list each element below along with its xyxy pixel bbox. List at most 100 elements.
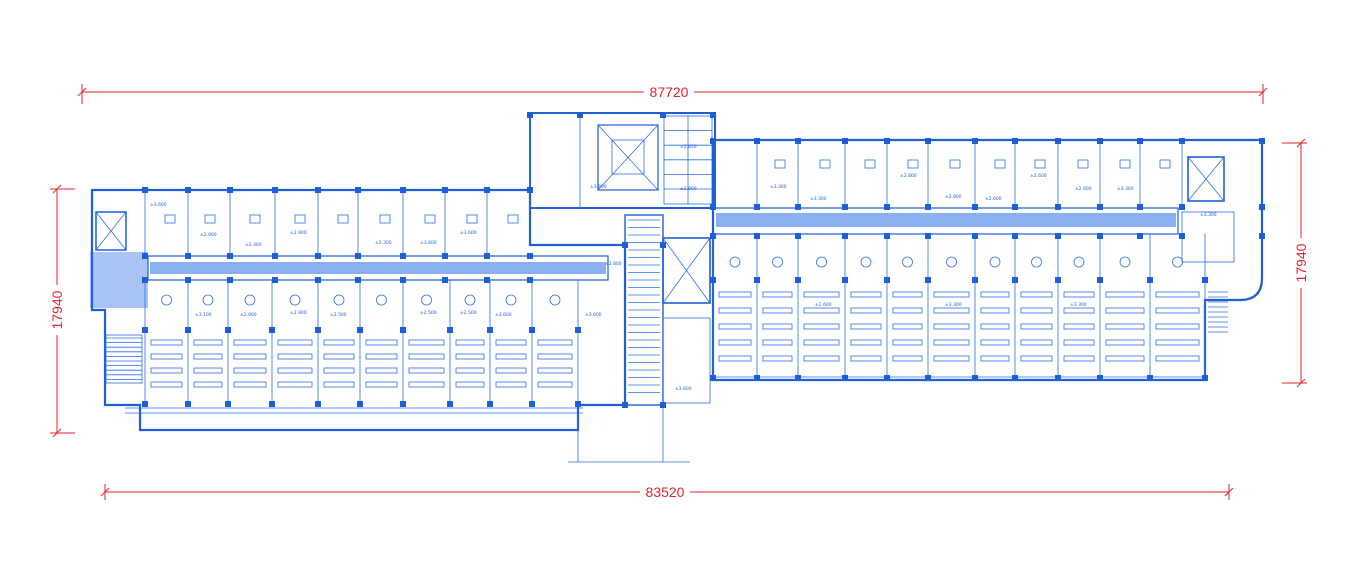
left-wing — [90, 188, 627, 432]
bed-fixture — [277, 381, 313, 388]
column — [442, 253, 448, 259]
dimension-right-label: 17940 — [1293, 243, 1309, 282]
equipment-fixture — [1119, 159, 1131, 169]
column — [925, 138, 931, 144]
equipment-fixture — [1077, 159, 1089, 169]
elevation-label: ±2.900 — [680, 186, 697, 192]
bed-fixture — [455, 381, 485, 388]
bed-fixture — [1105, 339, 1145, 346]
sink-fixture — [202, 294, 214, 306]
sink-fixture — [376, 294, 387, 306]
column — [884, 233, 890, 239]
column — [1055, 204, 1061, 210]
elevation-label: ±2.600 — [1030, 173, 1047, 179]
sink-fixture — [161, 294, 172, 306]
column — [710, 112, 716, 118]
column — [754, 138, 760, 144]
column — [487, 401, 493, 407]
equipment-fixture — [774, 159, 786, 169]
column — [529, 401, 535, 407]
bed-fixture — [365, 353, 398, 360]
bed-fixture — [850, 307, 882, 314]
bed-fixture — [408, 339, 445, 346]
bed-fixture — [193, 381, 223, 388]
column — [400, 187, 406, 193]
equipment-fixture — [424, 214, 436, 224]
elevation-label: ±3.600 — [675, 386, 692, 392]
elevation-label: ±3.100 — [195, 312, 212, 318]
column — [754, 375, 760, 381]
bed-fixture — [1020, 339, 1053, 346]
bed-fixture — [233, 353, 267, 360]
column — [710, 375, 716, 381]
elevation-label: ±3.600 — [420, 240, 437, 246]
sink-fixture — [1119, 256, 1131, 268]
bed-fixture — [892, 339, 923, 346]
sink-fixture — [289, 294, 301, 306]
column — [842, 204, 848, 210]
bed-fixture — [1105, 323, 1145, 330]
bed-fixture — [365, 339, 398, 346]
elevation-label: ±2.800 — [605, 261, 622, 267]
bed-fixture — [933, 291, 970, 298]
column — [660, 242, 666, 248]
bed-fixture — [150, 339, 183, 346]
column — [1097, 204, 1103, 210]
bed-fixture — [1105, 307, 1145, 314]
bed-fixture — [803, 339, 840, 346]
bed-fixture — [1063, 355, 1095, 362]
column — [1179, 204, 1185, 210]
column — [754, 233, 760, 239]
column — [142, 253, 148, 259]
bed-fixture — [762, 355, 793, 362]
column — [1137, 204, 1143, 210]
bed-fixture — [803, 323, 840, 330]
elevation-label: ±3.600 — [150, 202, 167, 208]
sink-fixture — [946, 256, 957, 268]
column — [1012, 375, 1018, 381]
column — [884, 204, 890, 210]
column — [269, 401, 275, 407]
elevation-label: ±2.800 — [945, 194, 962, 200]
bed-fixture — [323, 353, 355, 360]
column — [272, 253, 278, 259]
column — [1012, 138, 1018, 144]
bed-fixture — [1105, 291, 1145, 298]
sink-fixture — [1172, 256, 1183, 268]
bed-fixture — [537, 381, 573, 388]
bed-fixture — [193, 367, 223, 374]
bed-fixture — [718, 291, 752, 298]
column — [227, 277, 233, 283]
column — [795, 277, 801, 283]
column — [185, 327, 191, 333]
column — [185, 401, 191, 407]
column — [1202, 277, 1208, 283]
column — [484, 253, 490, 259]
column — [315, 253, 321, 259]
bed-fixture — [850, 291, 882, 298]
equipment-fixture — [204, 214, 216, 224]
column — [1137, 138, 1143, 144]
column — [315, 401, 321, 407]
elevation-label: ±3.800 — [590, 184, 607, 190]
column — [972, 277, 978, 283]
bed-fixture — [408, 353, 445, 360]
column — [1179, 138, 1185, 144]
bed-fixture — [803, 291, 840, 298]
dimension-top: 87720 — [77, 82, 1268, 104]
bed-fixture — [455, 339, 485, 346]
column — [795, 204, 801, 210]
bed-fixture — [365, 381, 398, 388]
column — [622, 242, 628, 248]
bed-fixture — [762, 291, 793, 298]
elevation-label: ±3.600 — [495, 312, 512, 318]
equipment-fixture — [466, 214, 478, 224]
column — [660, 112, 666, 118]
elevation-label: ±3.600 — [585, 312, 602, 318]
equipment-fixture — [294, 214, 306, 224]
bed-fixture — [1063, 323, 1095, 330]
dimension-right: 17940 — [1282, 138, 1310, 388]
bed-fixture — [933, 307, 970, 314]
bed-fixture — [455, 367, 485, 374]
